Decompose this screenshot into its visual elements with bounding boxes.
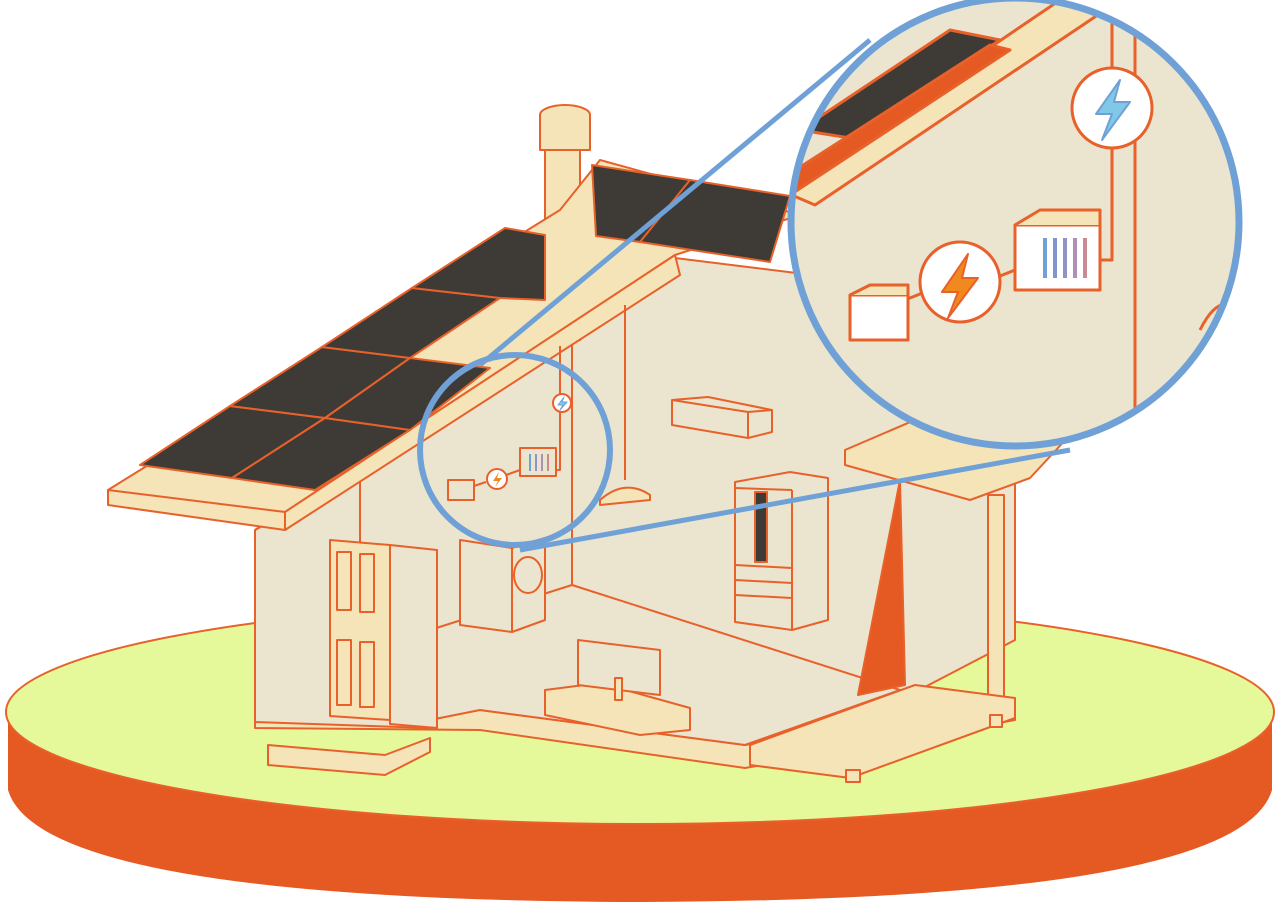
porch-post [987, 494, 1005, 699]
tv-screen [577, 639, 661, 696]
solar-panel-icon [411, 227, 546, 301]
inverter-icon [519, 447, 557, 477]
inverter-icon [1013, 223, 1102, 292]
battery-icon [848, 293, 910, 342]
porch-deck [749, 684, 1016, 779]
washer-door [513, 556, 543, 594]
battery-icon [447, 479, 475, 501]
roof-edge [284, 254, 681, 531]
magnifier-callout-icon [417, 0, 1243, 553]
porch-door [857, 479, 906, 696]
zoom-solar-panel [798, 28, 1002, 140]
house [107, 104, 1071, 783]
solar-panel-icon [324, 357, 491, 431]
fridge-handle [754, 491, 768, 563]
door-frame [389, 544, 438, 729]
zoom-wire [904, 20, 1114, 302]
callout-connector [478, 38, 1071, 553]
pendant-lamp [599, 486, 651, 506]
zoom-roof-edge [791, 43, 1012, 197]
big-lens [787, 0, 1243, 450]
small-lens [417, 352, 613, 548]
front-steps [267, 737, 431, 776]
